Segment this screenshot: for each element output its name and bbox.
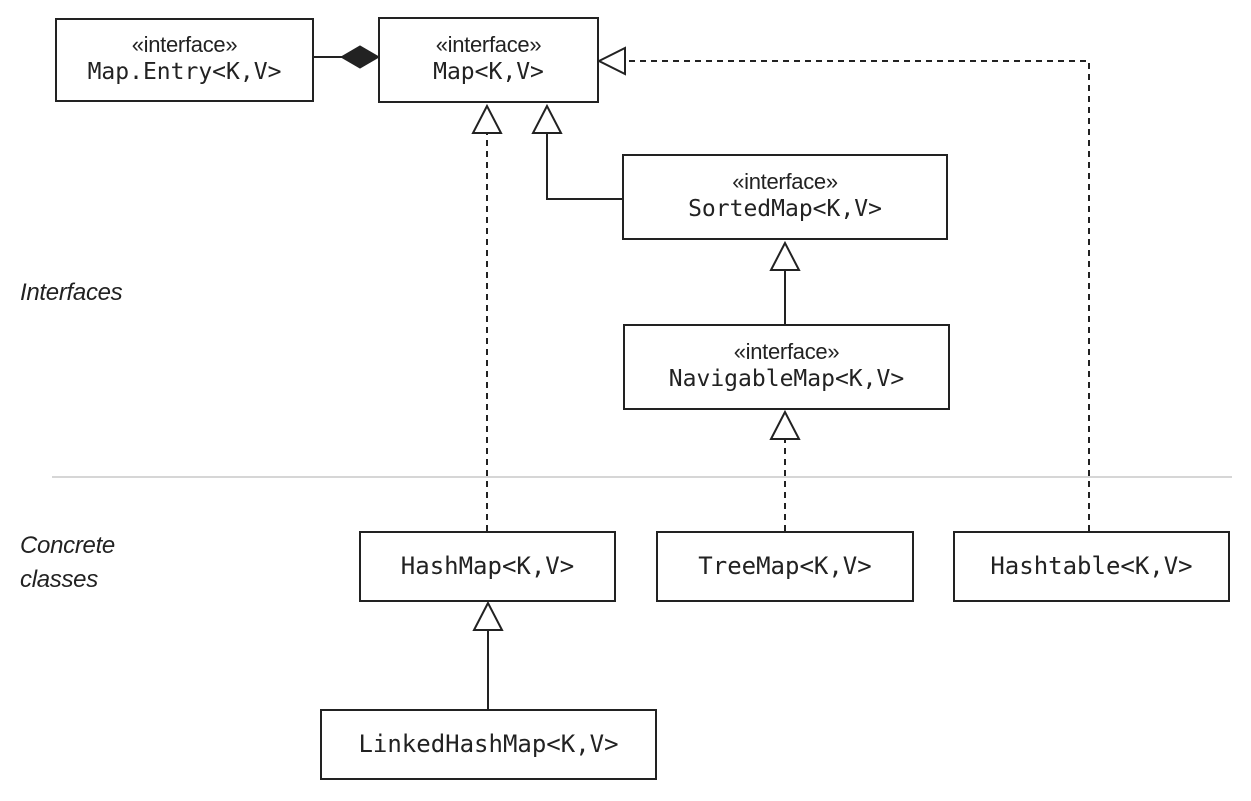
map-entry-interface-box: «interface» Map.Entry<K,V> [55,18,314,102]
navigablemap-generalization-arrowhead [769,240,801,271]
treemap-name: TreeMap<K,V> [698,552,872,581]
hashtable-class-box: Hashtable<K,V> [953,531,1230,602]
map-interface-box: «interface» Map<K,V> [378,17,599,103]
treemap-class-box: TreeMap<K,V> [656,531,914,602]
navigablemap-stereotype: «interface» [733,338,840,364]
treemap-realization-arrowhead [769,409,801,440]
linkedhashmap-generalization-arrowhead [472,600,504,631]
sortedmap-interface-box: «interface» SortedMap<K,V> [622,154,948,240]
navigablemap-interface-box: «interface» NavigableMap<K,V> [623,324,950,410]
hashmap-class-box: HashMap<K,V> [359,531,616,602]
composition-diamond [340,45,380,69]
concrete-label-line1: Concrete [20,532,115,559]
hashtable-name: Hashtable<K,V> [990,552,1193,581]
linkedhashmap-name: LinkedHashMap<K,V> [358,730,619,759]
sortedmap-stereotype: «interface» [732,168,838,194]
interfaces-label-text: Interfaces [20,279,123,306]
sortedmap-generalization-line [546,133,623,200]
interfaces-section-label: Interfaces [20,276,123,310]
concrete-label-line2: classes [20,566,98,593]
hashmap-realization-arrowhead [471,103,503,134]
map-stereotype: «interface» [435,31,542,57]
sortedmap-name: SortedMap<K,V> [688,196,882,223]
map-entry-stereotype: «interface» [131,31,238,57]
hashmap-name: HashMap<K,V> [400,552,575,581]
map-name: Map<K,V> [433,59,544,86]
navigablemap-name: NavigableMap<K,V> [668,366,905,393]
linkedhashmap-class-box: LinkedHashMap<K,V> [320,709,657,780]
hashtable-realization-line [625,60,1090,531]
map-entry-name: Map.Entry<K,V> [87,59,282,86]
sortedmap-generalization-arrowhead [531,103,563,134]
concrete-classes-section-label: Concrete classes [20,529,115,597]
hashtable-realization-arrowhead [596,46,626,76]
